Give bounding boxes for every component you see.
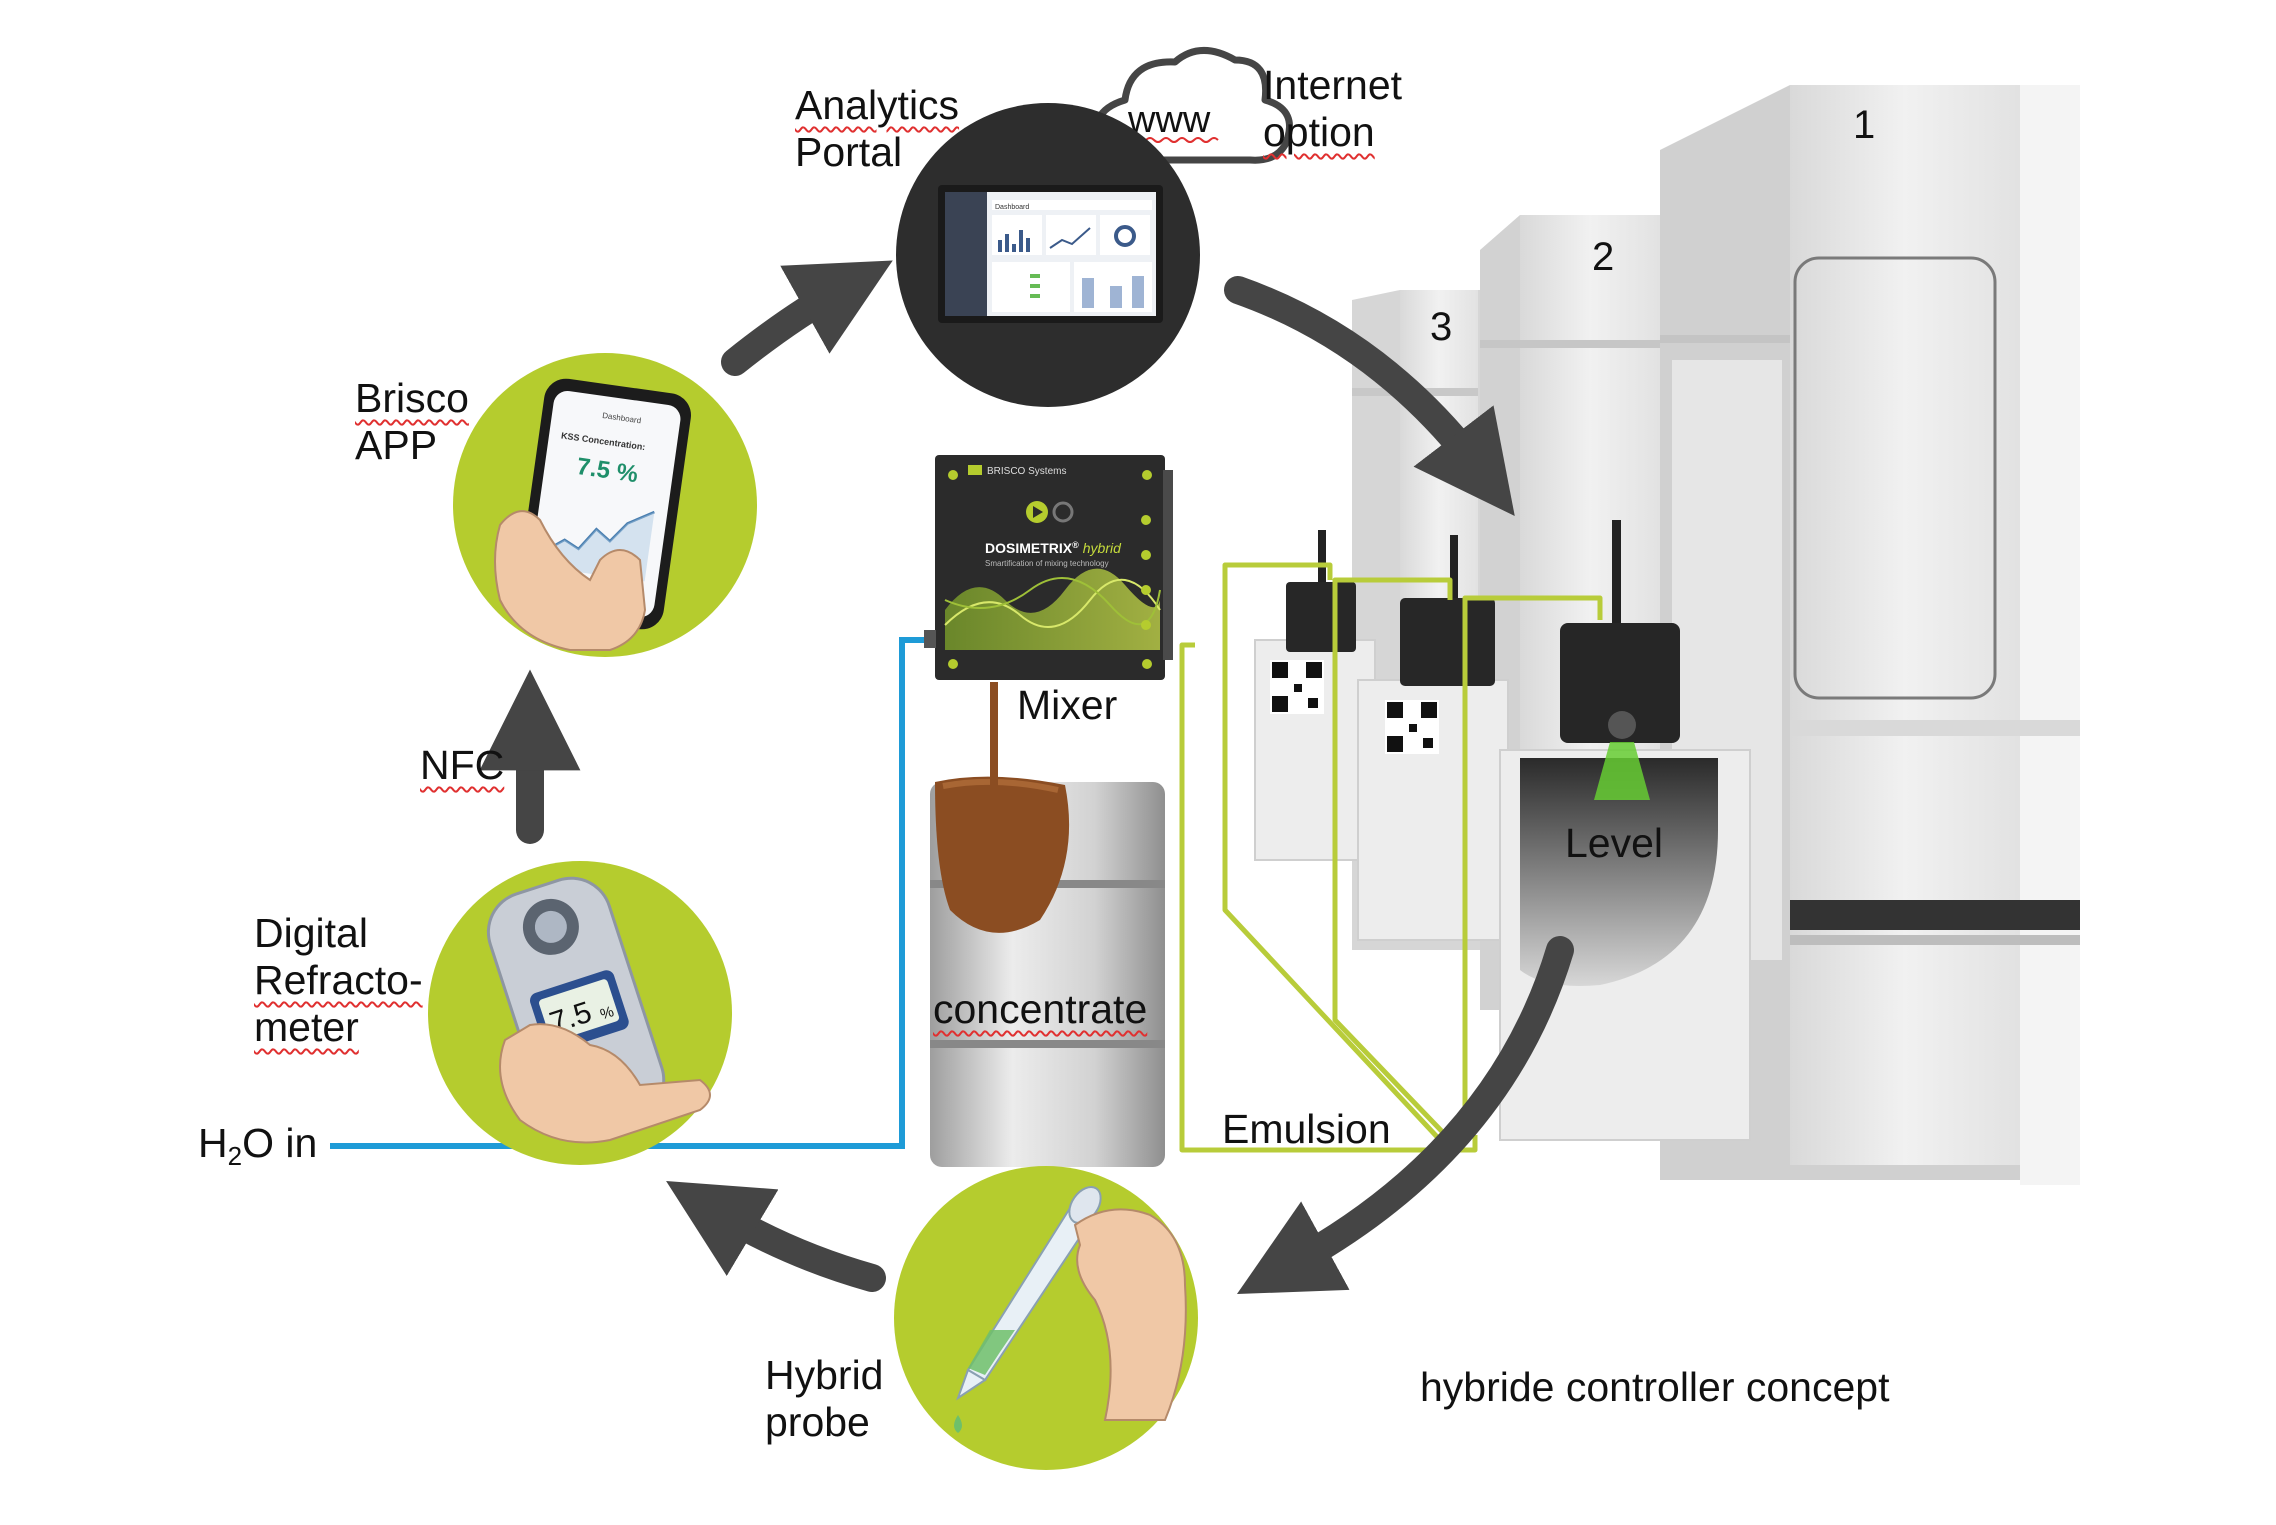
hybrid-probe-label: Hybrid probe xyxy=(765,1352,884,1445)
hybrid-probe-node xyxy=(894,1166,1198,1470)
analytics-portal-label: Analytics Portal xyxy=(795,82,960,175)
emulsion-label: Emulsion xyxy=(1222,1106,1391,1152)
mixer-tagline: Smartification of mixing technology xyxy=(985,559,1109,568)
machine-number-3: 3 xyxy=(1430,305,1452,349)
analytics-portal-node: Dashboard xyxy=(896,103,1200,407)
arrow-probe-to-refractometer xyxy=(666,1180,886,1292)
machine-number-2: 2 xyxy=(1592,235,1614,279)
machine-group xyxy=(1254,85,2080,1185)
machine-number-1: 1 xyxy=(1853,103,1875,147)
concentrate-barrel xyxy=(930,682,1165,1167)
brisco-app-label: Brisco APP xyxy=(355,375,469,468)
mixer-product-name: DOSIMETRIX®hybrid xyxy=(985,540,1122,556)
brisco-app-node: Dashboard KSS Concentration: 7.5 % xyxy=(453,353,757,657)
refractometer-node: 7.5 % xyxy=(428,861,732,1165)
cycle-arrows xyxy=(479,260,1574,1295)
mixer-brand: BRISCO Systems xyxy=(987,466,1066,477)
caption-label: hybride controller concept xyxy=(1420,1364,1889,1411)
water-in-label: H2O in xyxy=(198,1120,318,1171)
nfc-label: NFC xyxy=(420,742,505,788)
arrow-level-to-probe xyxy=(1236,936,1574,1295)
level-label: Level xyxy=(1565,820,1664,866)
caption-text: hybride controller concept xyxy=(1420,1364,1890,1410)
level-tank xyxy=(1499,520,1751,1141)
cloud-icon: www xyxy=(1092,47,1293,164)
mixer-device: BRISCO Systems DOSIMETRIX®hybrid Smartif… xyxy=(924,455,1173,680)
concentrate-label: concentrate xyxy=(933,986,1148,1032)
arrow-app-to-portal xyxy=(721,260,893,376)
portal-header: Dashboard xyxy=(995,204,1029,211)
mixer-label: Mixer xyxy=(1017,682,1118,728)
arrow-portal-to-machines xyxy=(1224,276,1515,517)
emulsion-lines xyxy=(1179,562,1603,1153)
www-label: www xyxy=(1127,99,1211,141)
internet-option-label: Internet option xyxy=(1263,62,1403,155)
refractometer-unit: % xyxy=(598,1003,616,1023)
refractometer-label: Digital Refracto- meter xyxy=(254,910,423,1050)
